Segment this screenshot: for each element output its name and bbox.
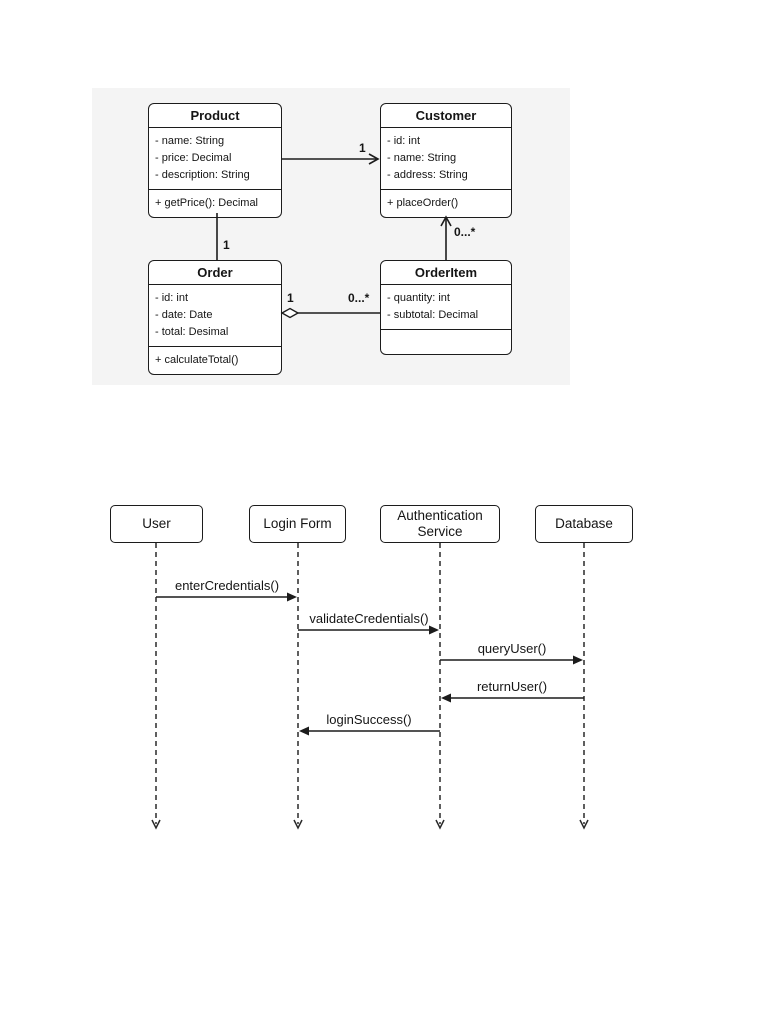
message-label: validateCredentials() [309,611,429,626]
arrowhead-icon [441,693,451,703]
participant-user: User [110,505,203,543]
multiplicity-label: 0...* [348,291,370,305]
attribute: - id: int [387,135,421,147]
class-attributes-customer: - id: int - name: String - address: Stri… [381,128,511,190]
lifeline-end-arrow-icon [579,819,589,830]
class-attributes-orderitem: - quantity: int - subtotal: Decimal [381,285,511,330]
attribute: - name: String [155,135,225,147]
participant-label: Login Form [263,516,332,531]
class-methods-product: + getPrice(): Decimal [149,190,281,217]
attribute: - total: Desimal [155,326,229,338]
lifeline-end-arrow-icon [151,819,161,830]
class-attributes-order: - id: int - date: Date - total: Desimal [149,285,281,347]
message-label: returnUser() [476,679,548,694]
arrowhead-icon [429,625,439,635]
uml-class-order: Order - id: int - date: Date - total: De… [148,260,282,375]
class-title-orderitem: OrderItem [381,261,511,285]
arrowhead-icon [299,726,309,736]
participant-label: User [142,516,171,531]
method: + calculateTotal() [155,354,239,366]
uml-class-orderitem: OrderItem - quantity: int - subtotal: De… [380,260,512,355]
class-title-order: Order [149,261,281,285]
lifeline-end-arrow-icon [435,819,445,830]
class-diagram-panel: Product - name: String - price: Decimal … [92,88,570,385]
arrowhead-icon [287,592,297,602]
uml-class-customer: Customer - id: int - name: String - addr… [380,103,512,218]
sequence-lines [151,543,589,830]
class-title-product: Product [149,104,281,128]
attribute: - price: Decimal [155,152,232,164]
attribute: - id: int [155,292,189,304]
multiplicity-label: 1 [287,291,294,305]
method: + getPrice(): Decimal [155,197,259,209]
attribute: - quantity: int [387,292,450,304]
arrowhead-icon [573,655,583,665]
class-attributes-product: - name: String - price: Decimal - descri… [149,128,281,190]
participant-login-form: Login Form [249,505,346,543]
multiplicity-label: 1 [223,238,230,252]
message-label: loginSuccess() [326,712,412,727]
multiplicity-label: 0...* [454,225,476,239]
participant-label: Database [555,516,613,531]
participant-label: Authentication Service [397,508,483,539]
class-methods-customer: + placeOrder() [381,190,511,217]
lifeline-end-arrow-icon [293,819,303,830]
message-label: enterCredentials() [174,578,280,593]
attribute: - description: String [155,169,250,181]
participant-authentication-service: Authentication Service [380,505,500,543]
class-methods-order: + calculateTotal() [149,347,281,374]
attribute: - name: String [387,152,457,164]
attribute: - date: Date [155,309,213,321]
attribute: - address: String [387,169,468,181]
participant-database: Database [535,505,633,543]
attribute: - subtotal: Decimal [387,309,479,321]
multiplicity-label: 1 [359,141,366,155]
uml-class-product: Product - name: String - price: Decimal … [148,103,282,218]
message-label: queryUser() [477,641,547,656]
method: + placeOrder() [387,197,459,209]
class-title-customer: Customer [381,104,511,128]
